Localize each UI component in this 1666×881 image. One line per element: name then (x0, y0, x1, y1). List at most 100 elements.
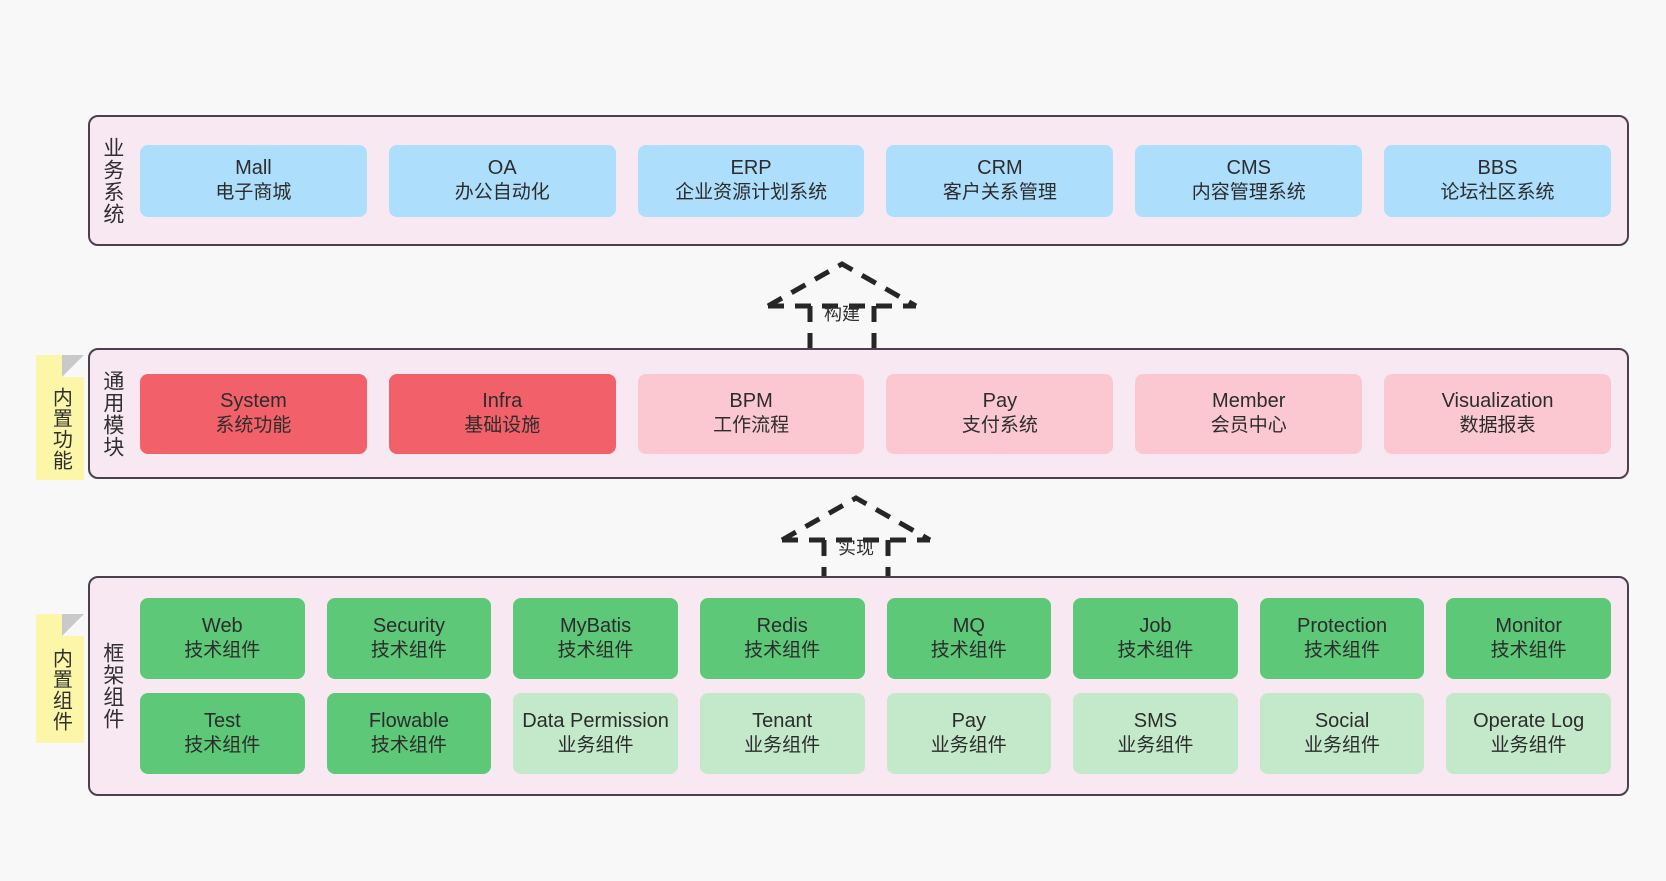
node-operate-log[interactable]: Operate Log 业务组件 (1446, 693, 1611, 774)
node-cn-label: 业务组件 (744, 735, 821, 757)
node-cn-label: 客户关系管理 (942, 182, 1057, 204)
node-system[interactable]: System 系统功能 (140, 373, 367, 454)
sticky-note-label: 内置组件 (49, 647, 72, 732)
layer-body-common-module: System 系统功能 Infra 基础设施 BPM 工作流程 Pay 支付系统… (134, 350, 1627, 477)
node-cn-label: 技术组件 (1490, 640, 1567, 662)
node-en-label: Infra (482, 389, 523, 412)
node-mq[interactable]: MQ 技术组件 (886, 598, 1052, 679)
node-test[interactable]: Test 技术组件 (140, 693, 305, 774)
node-en-label: System (220, 389, 287, 412)
node-en-label: Tenant (752, 709, 813, 732)
node-oa[interactable]: OA 办公自动化 (388, 144, 616, 217)
layer-body-framework-component: Web 技术组件 Security 技术组件 MyBatis 技术组件 Redi… (134, 578, 1627, 794)
node-job[interactable]: Job 技术组件 (1073, 598, 1238, 679)
node-en-label: Flowable (368, 709, 449, 732)
arrow-head-dashed (780, 495, 932, 543)
node-en-label: Data Permission (522, 709, 669, 732)
connector-label-build: 构建 (824, 304, 860, 324)
connector-label-implement: 实现 (838, 538, 874, 558)
node-cn-label: 业务组件 (1490, 735, 1567, 757)
layer-framework-component: 框架组件 Web 技术组件 Security 技术组件 MyBatis 技术组件… (88, 576, 1629, 796)
node-en-label: Protection (1297, 614, 1388, 637)
node-protection[interactable]: Protection 技术组件 (1259, 598, 1425, 679)
node-en-label: Operate Log (1473, 709, 1585, 732)
node-cn-label: 办公自动化 (454, 182, 550, 204)
node-mybatis[interactable]: MyBatis 技术组件 (513, 598, 678, 679)
node-cn-label: 业务组件 (1304, 735, 1381, 757)
node-en-label: ERP (730, 156, 772, 179)
node-mall[interactable]: Mall 电子商城 (140, 144, 367, 217)
node-en-label: Pay (951, 709, 987, 732)
node-web[interactable]: Web 技术组件 (140, 598, 305, 679)
node-en-label: BPM (729, 389, 773, 412)
node-tenant[interactable]: Tenant 业务组件 (699, 693, 865, 774)
layer-business-system: 业务系统 Mall 电子商城 OA 办公自动化 ERP 企业资源计划系统 CRM… (88, 115, 1629, 246)
node-bbs[interactable]: BBS 论坛社区系统 (1384, 144, 1611, 217)
sticky-note-builtin-components: 内置组件 (36, 614, 84, 743)
node-cn-label: 技术组件 (930, 640, 1007, 662)
node-flowable[interactable]: Flowable 技术组件 (326, 693, 492, 774)
node-en-label: Member (1212, 389, 1286, 412)
node-cn-label: 论坛社区系统 (1440, 182, 1555, 204)
node-social[interactable]: Social 业务组件 (1259, 693, 1425, 774)
node-en-label: CRM (977, 156, 1023, 179)
node-infra[interactable]: Infra 基础设施 (388, 373, 616, 454)
node-cn-label: 支付系统 (961, 415, 1038, 437)
node-pay-business[interactable]: Pay 业务组件 (886, 693, 1052, 774)
node-security[interactable]: Security 技术组件 (326, 598, 492, 679)
node-cn-label: 技术组件 (744, 640, 821, 662)
sticky-note-builtin-features: 内置功能 (36, 355, 84, 480)
node-cn-label: 技术组件 (184, 735, 261, 757)
node-row-business: Test 技术组件 Flowable 技术组件 Data Permission … (140, 693, 1611, 774)
node-cn-label: 技术组件 (1304, 640, 1381, 662)
node-cn-label: 数据报表 (1459, 415, 1536, 437)
node-row-technical: Web 技术组件 Security 技术组件 MyBatis 技术组件 Redi… (140, 598, 1611, 679)
node-en-label: Job (1139, 614, 1172, 637)
node-cn-label: 系统功能 (215, 415, 292, 437)
node-en-label: Monitor (1495, 614, 1563, 637)
node-en-label: BBS (1477, 156, 1518, 179)
node-pay[interactable]: Pay 支付系统 (886, 373, 1114, 454)
arrow-head-dashed (766, 261, 918, 309)
node-bpm[interactable]: BPM 工作流程 (637, 373, 865, 454)
node-crm[interactable]: CRM 客户关系管理 (886, 144, 1114, 217)
layer-common-module: 通用模块 System 系统功能 Infra 基础设施 BPM 工作流程 Pay… (88, 348, 1629, 479)
node-member[interactable]: Member 会员中心 (1135, 373, 1363, 454)
node-row: System 系统功能 Infra 基础设施 BPM 工作流程 Pay 支付系统… (140, 373, 1611, 454)
node-sms[interactable]: SMS 业务组件 (1073, 693, 1238, 774)
node-cms[interactable]: CMS 内容管理系统 (1135, 144, 1363, 217)
node-visualization[interactable]: Visualization 数据报表 (1384, 373, 1611, 454)
node-row: Mall 电子商城 OA 办公自动化 ERP 企业资源计划系统 CRM 客户关系… (140, 144, 1611, 217)
layer-title-business-system: 业务系统 (100, 136, 124, 225)
node-cn-label: 技术组件 (370, 735, 447, 757)
node-en-label: Web (201, 614, 243, 637)
sticky-note-label: 内置功能 (49, 386, 72, 471)
node-en-label: Test (203, 709, 241, 732)
node-en-label: Redis (756, 614, 808, 637)
node-en-label: MQ (952, 614, 985, 637)
node-en-label: Security (372, 614, 446, 637)
node-redis[interactable]: Redis 技术组件 (699, 598, 865, 679)
node-cn-label: 内容管理系统 (1191, 182, 1306, 204)
node-cn-label: 电子商城 (215, 182, 292, 204)
node-en-label: SMS (1133, 709, 1178, 732)
layer-body-business-system: Mall 电子商城 OA 办公自动化 ERP 企业资源计划系统 CRM 客户关系… (134, 117, 1627, 244)
node-erp[interactable]: ERP 企业资源计划系统 (637, 144, 865, 217)
node-cn-label: 工作流程 (713, 415, 790, 437)
node-cn-label: 会员中心 (1210, 415, 1287, 437)
node-en-label: Social (1314, 709, 1370, 732)
layer-title-framework-component: 框架组件 (100, 642, 124, 730)
node-en-label: Pay (982, 389, 1018, 412)
node-en-label: Visualization (1441, 389, 1554, 412)
node-cn-label: 基础设施 (464, 415, 541, 437)
node-cn-label: 企业资源计划系统 (675, 182, 828, 204)
node-en-label: Mall (235, 156, 272, 179)
node-en-label: MyBatis (560, 614, 632, 637)
node-cn-label: 技术组件 (370, 640, 447, 662)
node-cn-label: 业务组件 (1117, 735, 1194, 757)
node-cn-label: 技术组件 (557, 640, 634, 662)
node-data-permission[interactable]: Data Permission 业务组件 (513, 693, 678, 774)
connector-build: 构建 (752, 258, 932, 358)
node-monitor[interactable]: Monitor 技术组件 (1446, 598, 1611, 679)
